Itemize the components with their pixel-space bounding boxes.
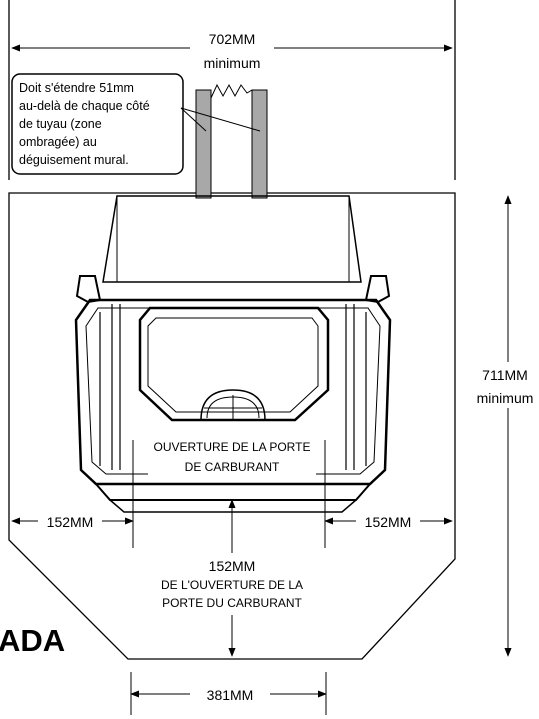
callout-leader-right [180, 107, 261, 132]
callout-box [11, 73, 184, 175]
top-width-label-bg [190, 28, 274, 74]
front-value: 152MM [209, 558, 256, 574]
door-label-bg [148, 434, 316, 478]
callout-line-1: Doit s'étendre 51mm [19, 81, 134, 95]
hearth-pad-outline [8, 192, 456, 660]
door-label-line-1: OUVERTURE DE LA PORTE [154, 440, 311, 454]
front-desc-line-1: DE L'OUVERTURE DE LA [161, 578, 303, 592]
door-label-line-2: DE CARBURANT [185, 460, 280, 474]
callout-line-5: déguisement mural. [19, 153, 129, 167]
height-label-bg [470, 362, 539, 408]
bottom-label-bg [190, 684, 270, 704]
bottom-width-value: 381MM [207, 687, 254, 703]
partial-heading: ADA [0, 623, 65, 658]
callout-line-2: au-delà de chaque côté [19, 99, 150, 113]
left-label-bg [38, 511, 102, 531]
height-value: 711MM [482, 367, 528, 383]
front-label-bg [150, 553, 315, 615]
right-side-value: 152MM [365, 514, 412, 530]
front-desc-line-2: PORTE DU CARBURANT [162, 596, 302, 610]
top-width-note: minimum [204, 55, 261, 71]
callout-line-3: de tuyau (zone [19, 117, 102, 131]
callout-leader-left [180, 107, 207, 132]
flue-pipe [195, 83, 268, 199]
height-note: minimum [477, 390, 534, 406]
left-side-value: 152MM [47, 514, 94, 530]
callout-line-4: ombragée) au [19, 135, 97, 149]
top-width-value: 702MM [209, 31, 256, 47]
right-label-bg [356, 511, 420, 531]
